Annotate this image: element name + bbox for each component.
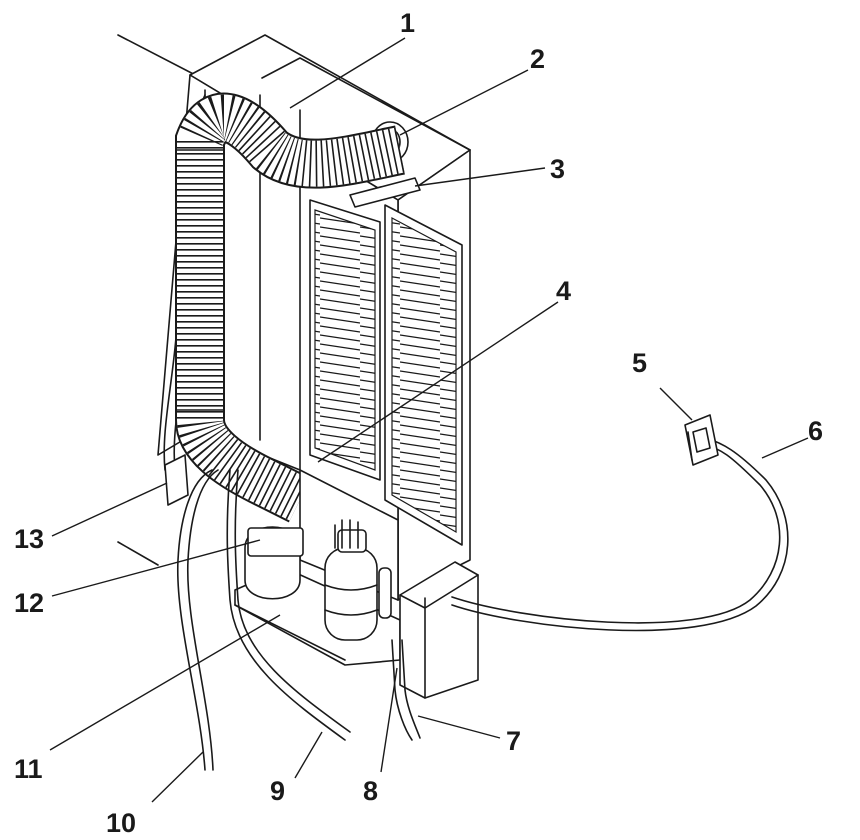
callout-12: 12 <box>14 588 44 618</box>
condensing-unit <box>234 469 479 699</box>
coil-grille-left <box>309 199 381 481</box>
thermostat-box <box>164 454 189 506</box>
callout-1: 1 <box>400 8 415 38</box>
filter-drier <box>378 567 392 619</box>
callout-4: 4 <box>556 276 571 306</box>
leader-10 <box>151 751 204 803</box>
power-plug <box>684 414 719 466</box>
callout-10: 10 <box>106 808 136 838</box>
leader-4 <box>317 301 559 463</box>
power-cord <box>451 414 789 632</box>
leader-2 <box>399 69 529 136</box>
leader-lines <box>49 37 809 803</box>
callout-9: 9 <box>270 776 285 806</box>
leader-3 <box>414 167 546 187</box>
corrugated-hose <box>175 92 405 523</box>
callout-6: 6 <box>808 416 823 446</box>
callout-labels: 1 2 3 4 5 6 7 8 9 10 11 12 13 <box>14 8 823 838</box>
leader-9 <box>294 731 323 779</box>
callout-2: 2 <box>530 44 545 74</box>
leader-13 <box>51 482 168 537</box>
mounting-bracket <box>349 177 421 208</box>
leader-1 <box>289 37 406 109</box>
drain-tubes <box>176 469 421 771</box>
leader-12 <box>51 539 261 597</box>
callout-7: 7 <box>506 726 521 756</box>
callout-3: 3 <box>550 154 565 184</box>
callout-5: 5 <box>632 348 647 378</box>
compressor <box>324 519 378 641</box>
coil-grille-right <box>384 204 463 546</box>
leader-7 <box>417 715 501 739</box>
callout-11: 11 <box>14 754 43 784</box>
leader-8 <box>380 667 398 773</box>
callout-8: 8 <box>363 776 378 806</box>
leader-6 <box>761 437 809 459</box>
leader-11 <box>49 614 281 751</box>
leader-5 <box>659 387 693 421</box>
callout-13: 13 <box>14 524 44 554</box>
electrical-box <box>399 561 479 699</box>
